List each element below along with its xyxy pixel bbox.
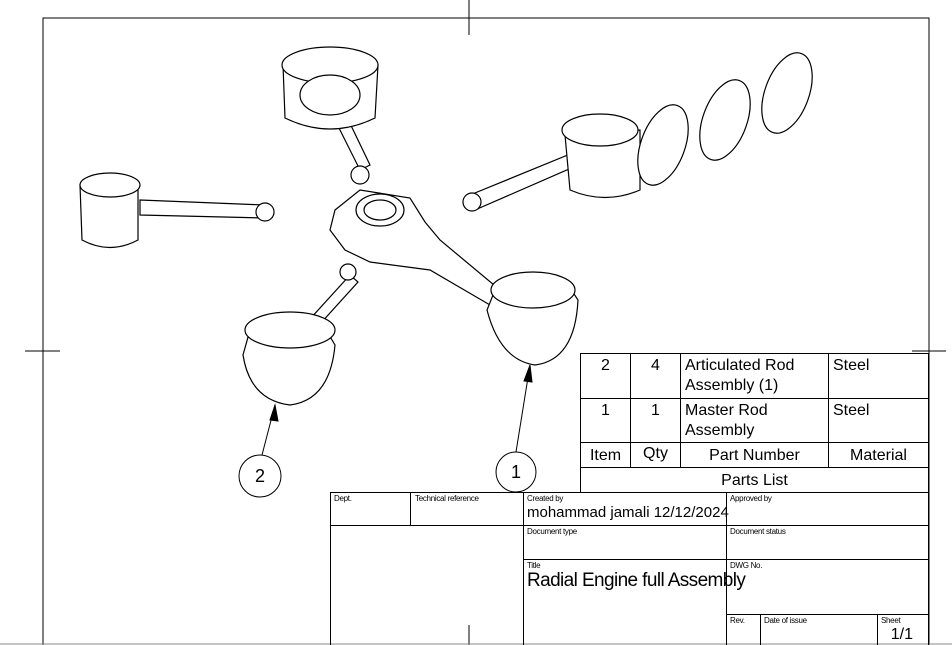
header-item: Item bbox=[580, 442, 631, 468]
sheet-value: 1/1 bbox=[890, 626, 913, 643]
row-2-item: 2 bbox=[580, 353, 631, 399]
tech-ref-label: Technical reference bbox=[410, 492, 524, 526]
piston-left bbox=[79, 172, 141, 249]
approved-by-label: Approved by bbox=[726, 492, 929, 526]
header-part-number: Part Number bbox=[680, 442, 829, 468]
rev-label: Rev. bbox=[726, 614, 761, 645]
sheet-label: Sheet bbox=[881, 616, 901, 625]
balloon-2-circle bbox=[238, 454, 282, 498]
balloon-1-label: 1 bbox=[510, 462, 521, 482]
title-value: Radial Engine full Assembly bbox=[527, 570, 746, 591]
piston-ring bbox=[761, 52, 813, 134]
created-by-value: mohammad jamali 12/12/2024 bbox=[527, 504, 729, 521]
row-1-item: 1 bbox=[580, 398, 631, 443]
row-2-material: Steel bbox=[828, 353, 929, 399]
row-2-qty: 4 bbox=[630, 353, 681, 399]
title-cell: Title Radial Engine full Assembly bbox=[523, 559, 746, 645]
doc-status-label: Document status bbox=[726, 525, 929, 560]
sheet-border bbox=[42, 17, 930, 645]
piston-top bbox=[281, 46, 379, 130]
doc-type-label: Document type bbox=[523, 525, 727, 560]
title-label: Title bbox=[527, 561, 541, 570]
row-1-material: Steel bbox=[828, 398, 929, 443]
row-1-part-number: Master Rod Assembly bbox=[680, 398, 829, 443]
piston-ring bbox=[637, 104, 689, 186]
sheet-cell: Sheet 1/1 bbox=[877, 614, 929, 645]
piston-bottom-right bbox=[486, 271, 579, 366]
created-by-cell: Created by mohammad jamali 12/12/2024 bbox=[523, 492, 729, 526]
dept-label: Dept. bbox=[330, 492, 411, 526]
parts-list-title: Parts List bbox=[580, 467, 929, 493]
dwg-no-label: DWG No. bbox=[726, 559, 929, 615]
piston-ring bbox=[699, 79, 751, 161]
created-by-label: Created by bbox=[527, 494, 564, 503]
piston-right bbox=[561, 113, 641, 199]
header-qty: Qty bbox=[630, 442, 681, 468]
row-2-part-number: Articulated Rod Assembly (1) bbox=[680, 353, 829, 399]
row-1-qty: 1 bbox=[630, 398, 681, 443]
engine-assembly-illustration bbox=[79, 46, 813, 406]
date-of-issue-label: Date of issue bbox=[760, 614, 878, 645]
piston-bottom-left bbox=[242, 311, 336, 406]
balloon-2-label: 2 bbox=[254, 466, 265, 486]
header-material: Material bbox=[828, 442, 929, 468]
empty-cell bbox=[330, 525, 524, 645]
